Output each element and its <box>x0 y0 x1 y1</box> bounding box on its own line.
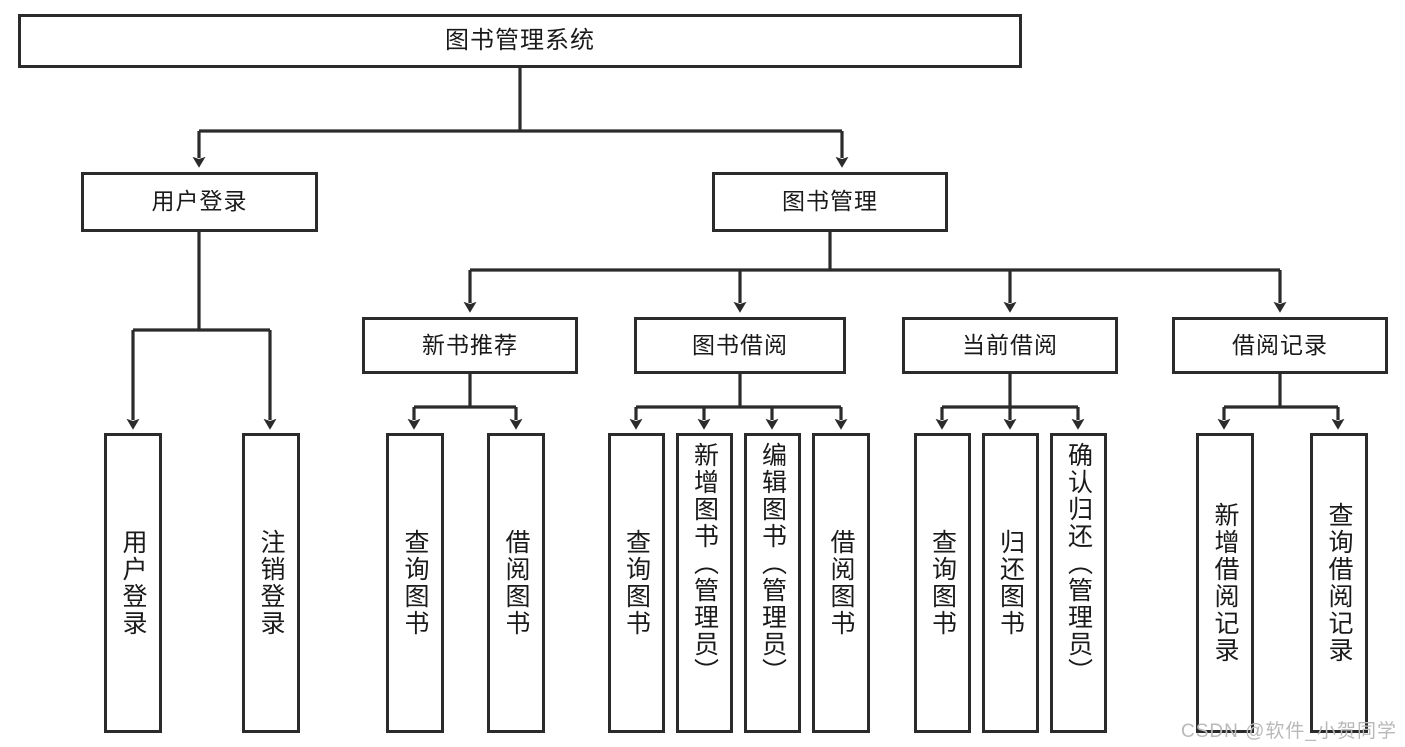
leaf-query-book-recommend[interactable]: 查询图书 <box>386 433 444 733</box>
node-label: 新书推荐 <box>422 331 518 358</box>
leaf-label: 编辑图书（管理员） <box>758 442 787 685</box>
node-book-management[interactable]: 图书管理 <box>712 172 948 232</box>
leaf-return-book[interactable]: 归还图书 <box>982 433 1039 733</box>
node-label: 图书管理 <box>782 188 878 215</box>
leaf-add-book-admin[interactable]: 新增图书（管理员） <box>676 433 733 733</box>
leaf-label: 查询图书 <box>928 529 957 637</box>
node-user-login[interactable]: 用户登录 <box>81 172 318 232</box>
leaf-edit-book-admin[interactable]: 编辑图书（管理员） <box>744 433 801 733</box>
leaf-label: 查询图书 <box>622 529 651 637</box>
node-borrow-record[interactable]: 借阅记录 <box>1172 317 1388 374</box>
leaf-add-borrow-record[interactable]: 新增借阅记录 <box>1196 433 1254 733</box>
leaf-label: 借阅图书 <box>827 529 855 637</box>
node-label: 用户登录 <box>151 188 248 215</box>
leaf-query-book-current[interactable]: 查询图书 <box>914 433 971 733</box>
leaf-label: 确认归还（管理员） <box>1064 442 1093 685</box>
leaf-label: 查询借阅记录 <box>1325 502 1353 664</box>
leaf-label: 新增借阅记录 <box>1211 502 1239 664</box>
leaf-query-borrow-record[interactable]: 查询借阅记录 <box>1310 433 1368 733</box>
leaf-user-login[interactable]: 用户登录 <box>104 433 162 733</box>
leaf-label: 注销登录 <box>257 529 285 637</box>
node-label: 当前借阅 <box>962 331 1058 358</box>
leaf-logout[interactable]: 注销登录 <box>242 433 300 733</box>
csdn-watermark: CSDN @软件_小贺同学 <box>1181 721 1397 742</box>
leaf-borrow-book[interactable]: 借阅图书 <box>812 433 870 733</box>
leaf-label: 新增图书（管理员） <box>690 442 719 685</box>
leaf-label: 查询图书 <box>401 529 429 637</box>
leaf-confirm-return-admin[interactable]: 确认归还（管理员） <box>1050 433 1107 733</box>
node-new-book-recommend[interactable]: 新书推荐 <box>362 317 578 374</box>
leaf-query-book-borrow[interactable]: 查询图书 <box>608 433 665 733</box>
node-label: 图书借阅 <box>692 331 788 358</box>
leaf-label: 归还图书 <box>996 529 1025 637</box>
node-root-system[interactable]: 图书管理系统 <box>18 14 1022 68</box>
node-label: 借阅记录 <box>1232 331 1328 358</box>
leaf-label: 借阅图书 <box>502 529 530 637</box>
node-label: 图书管理系统 <box>445 26 595 54</box>
node-current-borrow[interactable]: 当前借阅 <box>902 317 1118 374</box>
node-book-borrow[interactable]: 图书借阅 <box>634 317 846 374</box>
leaf-label: 用户登录 <box>119 529 147 637</box>
leaf-borrow-book-recommend[interactable]: 借阅图书 <box>487 433 545 733</box>
